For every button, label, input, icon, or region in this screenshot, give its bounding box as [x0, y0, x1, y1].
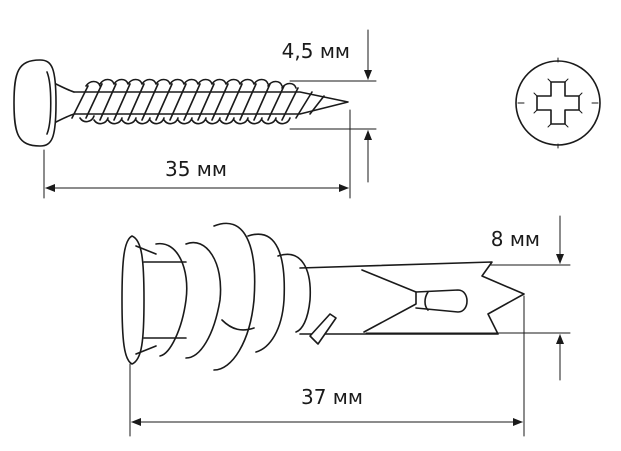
- anchor-shaft: [299, 261, 525, 335]
- anchor-length-dimension: [129, 295, 525, 437]
- screw-drawing: [13, 59, 349, 147]
- anchor-length-label: 37 мм: [301, 385, 363, 409]
- anchor-flange: [121, 235, 145, 365]
- anchor-diameter-dimension: [365, 215, 571, 381]
- screw-diameter-label: 4,5 мм: [282, 39, 350, 63]
- phillips-head-icon: [515, 57, 601, 149]
- anchor-diameter-label: 8 мм: [491, 227, 540, 251]
- screw-length-label: 35 мм: [165, 157, 227, 181]
- screw-head: [13, 59, 57, 147]
- anchor-drawing: [121, 222, 525, 371]
- screw-diameter-dimension: [289, 29, 377, 183]
- screw-length-dimension: [43, 109, 351, 199]
- screw-threads: [71, 78, 325, 125]
- screw-shank: [73, 91, 349, 115]
